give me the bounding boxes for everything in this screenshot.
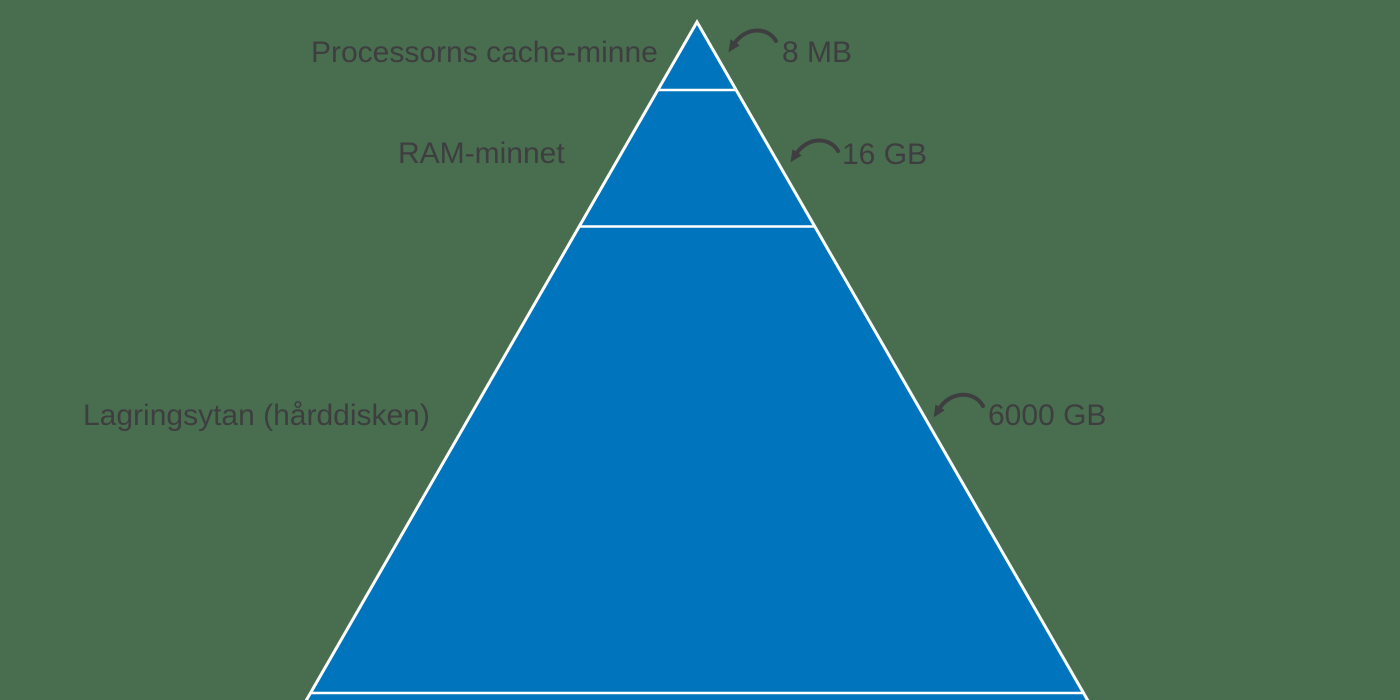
storage-value: 6000 GB — [988, 399, 1107, 432]
cache-label: Processorns cache-minne — [311, 36, 658, 69]
arrow-cache-icon — [728, 28, 778, 53]
pyramid-shape — [304, 18, 1090, 700]
cache-value: 8 MB — [782, 36, 853, 69]
ram-value: 16 GB — [842, 138, 928, 171]
arrow-storage-icon — [933, 392, 985, 418]
arrow-ram-icon — [790, 138, 840, 163]
ram-label: RAM-minnet — [398, 137, 565, 170]
storage-label: Lagringsytan (hårddisken) — [83, 399, 430, 432]
